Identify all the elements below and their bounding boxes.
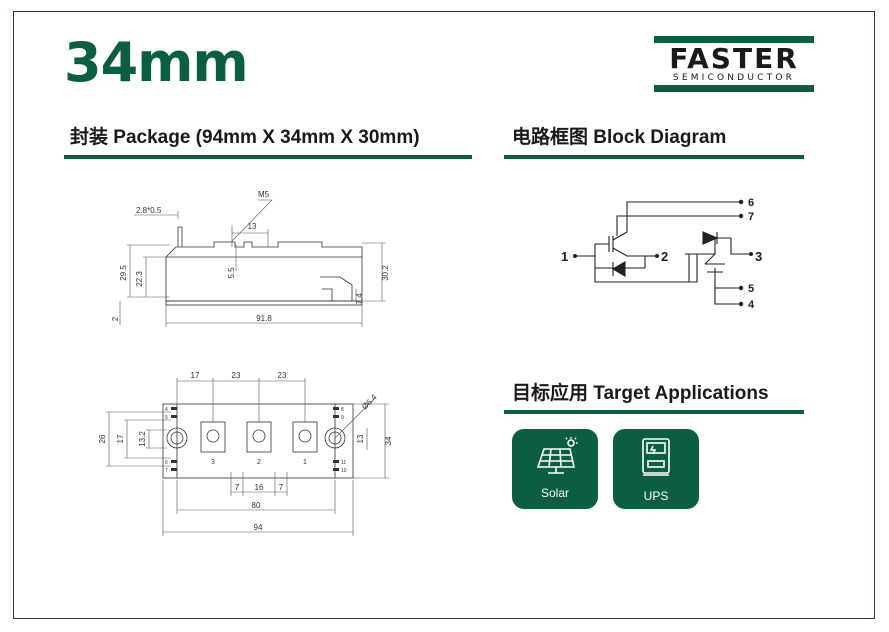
- app-tile-solar: Solar: [512, 429, 598, 509]
- dim-22-3: 22.3: [135, 271, 144, 287]
- top-dimension-lines: [106, 378, 389, 536]
- dim-29-5: 29.5: [119, 265, 128, 281]
- bd-terminal-1: 1: [561, 249, 568, 264]
- terminal-2-screw: [252, 429, 266, 443]
- terminal-label-2: 2: [257, 459, 261, 466]
- bd-terminal-4: 4: [748, 299, 755, 311]
- dim-13-2: 13.2: [138, 431, 147, 447]
- dim-94: 94: [254, 523, 263, 532]
- dim-30-2: 30.2: [381, 265, 390, 281]
- dim-26: 26: [98, 434, 107, 443]
- mount-hole-right-inner: [328, 431, 342, 445]
- side-body-outline: [165, 241, 363, 302]
- dim-13-right: 13: [356, 434, 365, 443]
- bd-diode-1: [611, 261, 626, 277]
- logo-subtitle: SEMICONDUCTOR: [672, 73, 796, 83]
- dim-7-left: 7: [235, 483, 240, 492]
- logo-top-bar: [654, 36, 814, 43]
- dim-2-8x0-5: 2.8*0.5: [136, 206, 162, 215]
- pin-label-8: 8: [341, 407, 344, 413]
- bd-left-bus: [575, 244, 701, 283]
- terminal-1-pad: [292, 421, 318, 453]
- package-heading-rule: [64, 155, 472, 159]
- dim-34: 34: [384, 436, 393, 445]
- block-diagram-heading-rule: [504, 155, 804, 159]
- bd-gate-6-line: [626, 201, 741, 232]
- bd-terminal-5: 5: [748, 283, 754, 295]
- dim-17-top: 17: [191, 371, 200, 380]
- page-title: 34mm: [64, 31, 249, 94]
- mount-hole-right: [324, 427, 346, 449]
- bd-terminal-3: 3: [755, 249, 762, 264]
- solar-panel-icon: [536, 437, 578, 474]
- dim-23-b: 23: [278, 371, 287, 380]
- side-dimension-lines: [119, 199, 386, 327]
- bd-terminal-dots: [573, 199, 753, 307]
- terminal-label-1: 1: [303, 459, 307, 466]
- applications-list: Solar UPS: [512, 429, 699, 509]
- pin-label-6: 6: [165, 460, 168, 466]
- mount-hole-left-inner: [170, 431, 184, 445]
- pin-label-5: 5: [165, 415, 168, 421]
- side-baseplate: [165, 300, 363, 306]
- bd-right-bus: [685, 237, 751, 282]
- app-tile-ups: UPS: [613, 429, 699, 509]
- package-heading: 封装 Package (94mm X 34mm X 30mm): [70, 127, 420, 148]
- terminal-3-screw: [206, 429, 220, 443]
- bd-igbt-1: [595, 231, 645, 257]
- package-top-view: 17 23 23 26 17 13.2 13 34 7 16 7 80 94 Ø…: [98, 371, 393, 536]
- dim-2: 2: [111, 316, 120, 321]
- dim-5-5: 5.5: [227, 267, 236, 279]
- terminal-2-pad: [246, 421, 272, 453]
- bd-terminal-7: 7: [748, 211, 754, 223]
- side-pin: [177, 226, 183, 247]
- dim-m5: M5: [258, 190, 270, 199]
- bd-emitter-7-line: [616, 215, 741, 236]
- dim-23-a: 23: [232, 371, 241, 380]
- pin-label-4: 4: [165, 407, 168, 413]
- dim-16: 16: [255, 483, 264, 492]
- logo-brand: FASTER: [669, 42, 799, 75]
- ups-icon: [642, 438, 670, 476]
- bd-diode-2: [702, 231, 719, 245]
- block-diagram: 1 2 3 4 5 6 7: [561, 197, 762, 311]
- logo-bottom-bar: [654, 85, 814, 92]
- dim-hole-dia: Ø6.4: [360, 392, 379, 411]
- applications-heading: 目标应用 Target Applications: [512, 383, 769, 404]
- pin-label-11: 11: [341, 460, 346, 466]
- page-frame: [13, 11, 875, 619]
- app-label-solar: Solar: [540, 486, 569, 500]
- dim-17-side: 17: [116, 434, 125, 443]
- block-diagram-heading: 电路框图 Block Diagram: [512, 127, 727, 148]
- pin-label-10: 10: [341, 468, 347, 474]
- top-aux-pins: [171, 407, 339, 471]
- terminal-1-screw: [298, 429, 312, 443]
- pin-label-7: 7: [165, 468, 168, 474]
- dim-7-right: 7: [279, 483, 284, 492]
- faster-logo: FASTER SEMICONDUCTOR: [654, 36, 814, 92]
- bd-terminal-2: 2: [661, 249, 668, 264]
- terminal-label-3: 3: [211, 459, 215, 466]
- pin-label-9: 9: [341, 415, 344, 421]
- app-label-ups: UPS: [643, 489, 669, 503]
- package-side-view: M5 2.8*0.5 13 29.5 22.3 5.5 30.2 7.4 2 9…: [111, 190, 390, 327]
- dim-13: 13: [248, 222, 257, 231]
- bd-igbt-2: [704, 253, 741, 305]
- dim-80: 80: [252, 501, 261, 510]
- side-terminal-cutout: [320, 276, 353, 301]
- dim-7-4: 7.4: [355, 293, 364, 305]
- bd-terminal-6: 6: [748, 197, 754, 209]
- mount-hole-left: [166, 427, 188, 449]
- terminal-3-pad: [200, 421, 226, 453]
- top-body-outline: [162, 403, 354, 479]
- applications-heading-rule: [504, 410, 804, 414]
- dim-91-8: 91.8: [256, 314, 272, 323]
